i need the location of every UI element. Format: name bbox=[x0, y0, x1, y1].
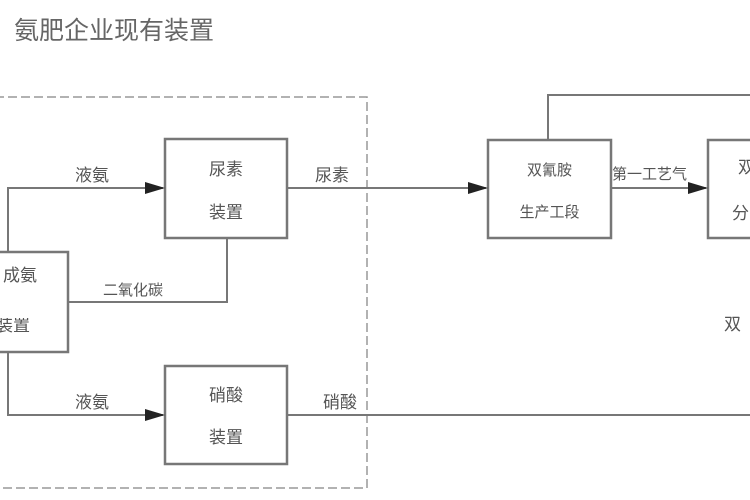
nitric-box-label-1: 硝酸 bbox=[209, 386, 243, 406]
ammonia-to-nitric-line bbox=[7, 352, 165, 421]
right-box-label-2: 分 bbox=[732, 204, 749, 224]
co2-flow-label: 二氧化碳 bbox=[103, 281, 164, 299]
ammonia-to-urea-line bbox=[7, 182, 165, 252]
nitric-acid-flow-label: 硝酸 bbox=[323, 393, 357, 413]
urea-flow-label: 尿素 bbox=[315, 166, 349, 186]
recycle-line bbox=[547, 94, 750, 140]
right-box-label-1: 双 bbox=[738, 158, 750, 178]
urea-box-label-1: 尿素 bbox=[209, 160, 243, 180]
nitric-box-label-2: 装置 bbox=[209, 428, 243, 448]
urea-box bbox=[163, 137, 289, 240]
dicyandiamide-box bbox=[486, 138, 613, 240]
nitric-box bbox=[163, 364, 289, 466]
existing-plant-boundary bbox=[0, 96, 368, 489]
diagram-title: 氨肥企业现有装置 bbox=[14, 16, 215, 45]
liquid-ammonia-top-label: 液氨 bbox=[75, 166, 109, 186]
right-box bbox=[706, 138, 750, 240]
ammonia-box-label-1: 成氨 bbox=[3, 266, 37, 286]
liquid-ammonia-bottom-label: 液氨 bbox=[75, 393, 109, 413]
co2-line bbox=[68, 238, 228, 303]
ammonia-box-label-2: 装置 bbox=[0, 318, 30, 335]
right-partial-label: 双 bbox=[724, 315, 741, 335]
process-gas-flow-label: 第一工艺气 bbox=[612, 165, 688, 183]
dicyandiamide-box-label-2: 生产工段 bbox=[519, 203, 580, 221]
urea-box-label-2: 装置 bbox=[209, 203, 243, 223]
dicyandiamide-box-label-1: 双氰胺 bbox=[526, 161, 572, 179]
